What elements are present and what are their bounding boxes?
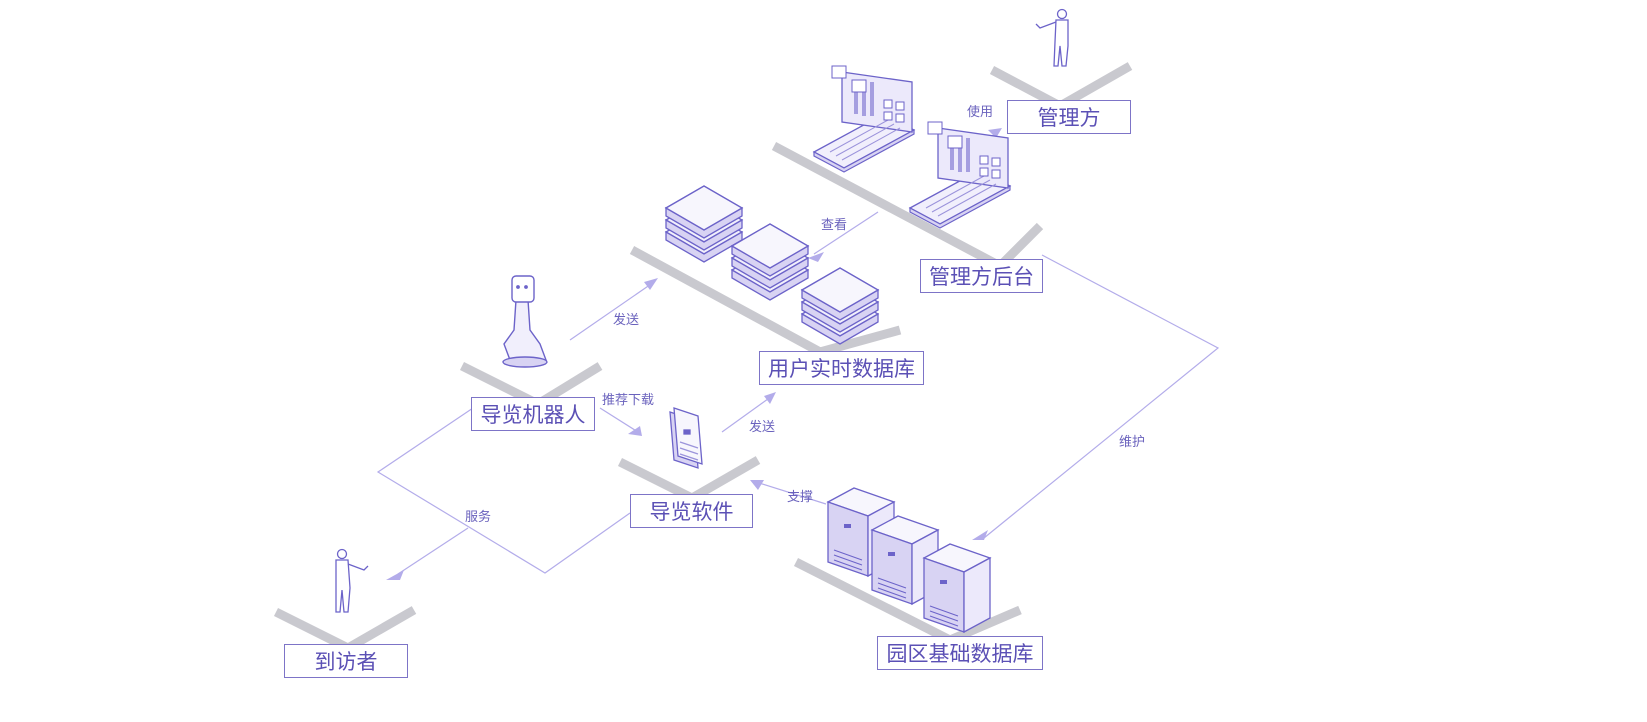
- software-device-icon: [669, 407, 703, 469]
- edge-support-line: [755, 481, 827, 505]
- edge-label-send-robot: 发送: [613, 313, 640, 328]
- arrowhead-recommend-download: [628, 426, 642, 436]
- node-manager-backend[interactable]: 管理方后台: [920, 259, 1043, 293]
- database-stack-icon-3: [802, 268, 878, 344]
- arrowhead-robot-send: [644, 278, 658, 290]
- edge-serve-to-visitor-line: [397, 527, 469, 575]
- node-guide-robot[interactable]: 导览机器人: [471, 397, 595, 431]
- database-stack-icon-2: [732, 224, 808, 300]
- edge-label-send-software: 发送: [749, 420, 776, 435]
- node-park-base-db[interactable]: 园区基础数据库: [877, 636, 1043, 670]
- arrowhead-serve: [386, 570, 404, 580]
- arrowhead-support: [750, 480, 764, 490]
- edge-robot-send-line: [569, 281, 655, 341]
- edge-label-recommend-download: 推荐下载: [602, 393, 655, 408]
- node-guide-software[interactable]: 导览软件: [630, 494, 753, 528]
- edge-label-serve: 服务: [465, 510, 492, 525]
- edge-manager-to-backend-maintain-line: [983, 254, 1220, 539]
- edge-backend-view-line: [813, 211, 879, 255]
- node-user-realtime-db[interactable]: 用户实时数据库: [759, 351, 924, 385]
- server-icon-3: [923, 543, 991, 633]
- platform-visitor: [273, 606, 417, 654]
- platform-software: [617, 456, 761, 504]
- edge-recommend-download-line: [599, 407, 639, 433]
- laptop-icon-2: [909, 121, 1011, 229]
- visitor-person-icon: [335, 548, 369, 613]
- arrowhead-view: [808, 252, 824, 262]
- edge-label-support: 支撑: [787, 490, 814, 505]
- manager-person-icon: [1035, 8, 1069, 67]
- node-visitor[interactable]: 到访者: [284, 644, 408, 678]
- edge-label-view: 查看: [821, 218, 848, 233]
- node-manager[interactable]: 管理方: [1007, 100, 1131, 134]
- arrowhead-use: [988, 128, 1002, 138]
- arrowhead-software-send: [764, 392, 776, 404]
- edge-label-maintain: 维护: [1119, 435, 1146, 450]
- laptop-icon-1: [813, 65, 915, 173]
- database-stack-icon-1: [666, 186, 742, 262]
- edge-software-send-line: [721, 395, 773, 433]
- edge-label-use: 使用: [967, 105, 994, 120]
- edge-robot-serve-loop-line: [376, 405, 631, 574]
- robot-icon: [502, 275, 548, 368]
- arrowhead-maintain: [972, 530, 988, 540]
